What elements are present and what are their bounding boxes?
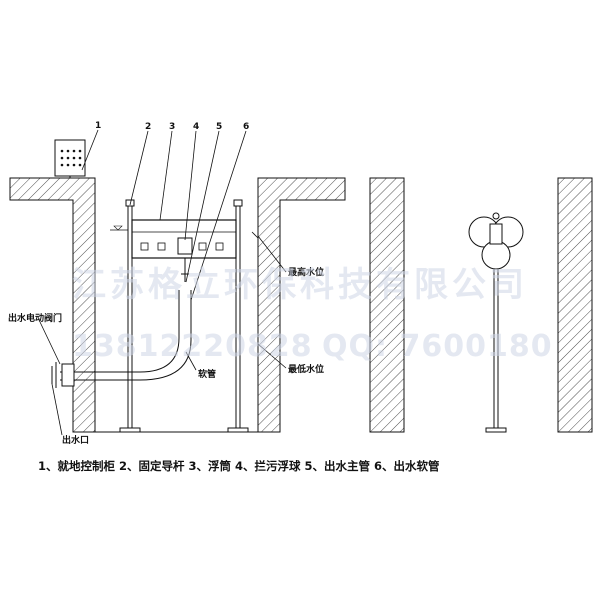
float-body [110,219,237,282]
side-main-pipe [485,269,507,433]
callout-2: 2 [145,122,151,132]
low-water-label: 最低水位 [288,363,324,375]
watermark-phone: 13812220828 [72,329,313,364]
callout-4: 4 [193,122,199,132]
watermark-qq: QQ: 7600180 [322,329,553,364]
section-view [9,129,346,436]
left-wall [9,177,96,433]
control-cabinet [54,139,86,178]
side-left-wall [369,177,405,433]
legend-text: 1、就地控制柜 2、固定导杆 3、浮筒 4、拦污浮球 5、出水主管 6、出水软管 [38,459,440,473]
guide-rods [119,199,249,433]
high-water-label: 最高水位 [288,266,324,278]
low-water-leader [257,343,287,369]
hose-leader [185,351,197,371]
callout-6: 6 [243,122,249,132]
side-view [369,177,593,433]
outlet-pipe [51,362,75,388]
side-right-wall [557,177,593,433]
valve-label: 出水电动阀门 [8,312,62,324]
trash-float-balls [468,212,524,270]
outlet-leader [51,383,63,436]
hose-label: 软管 [198,368,216,380]
high-water-leader [257,235,287,273]
callout-leaders [81,129,247,301]
watermark-company: 江苏格立环保科技有限公司 [72,265,528,305]
valve-leader [39,321,61,365]
right-wall [257,177,346,433]
outlet-label: 出水口 [62,434,89,446]
callout-3: 3 [169,122,175,132]
flexible-hose [60,290,192,381]
callout-5: 5 [216,122,222,132]
callout-1: 1 [95,121,101,131]
